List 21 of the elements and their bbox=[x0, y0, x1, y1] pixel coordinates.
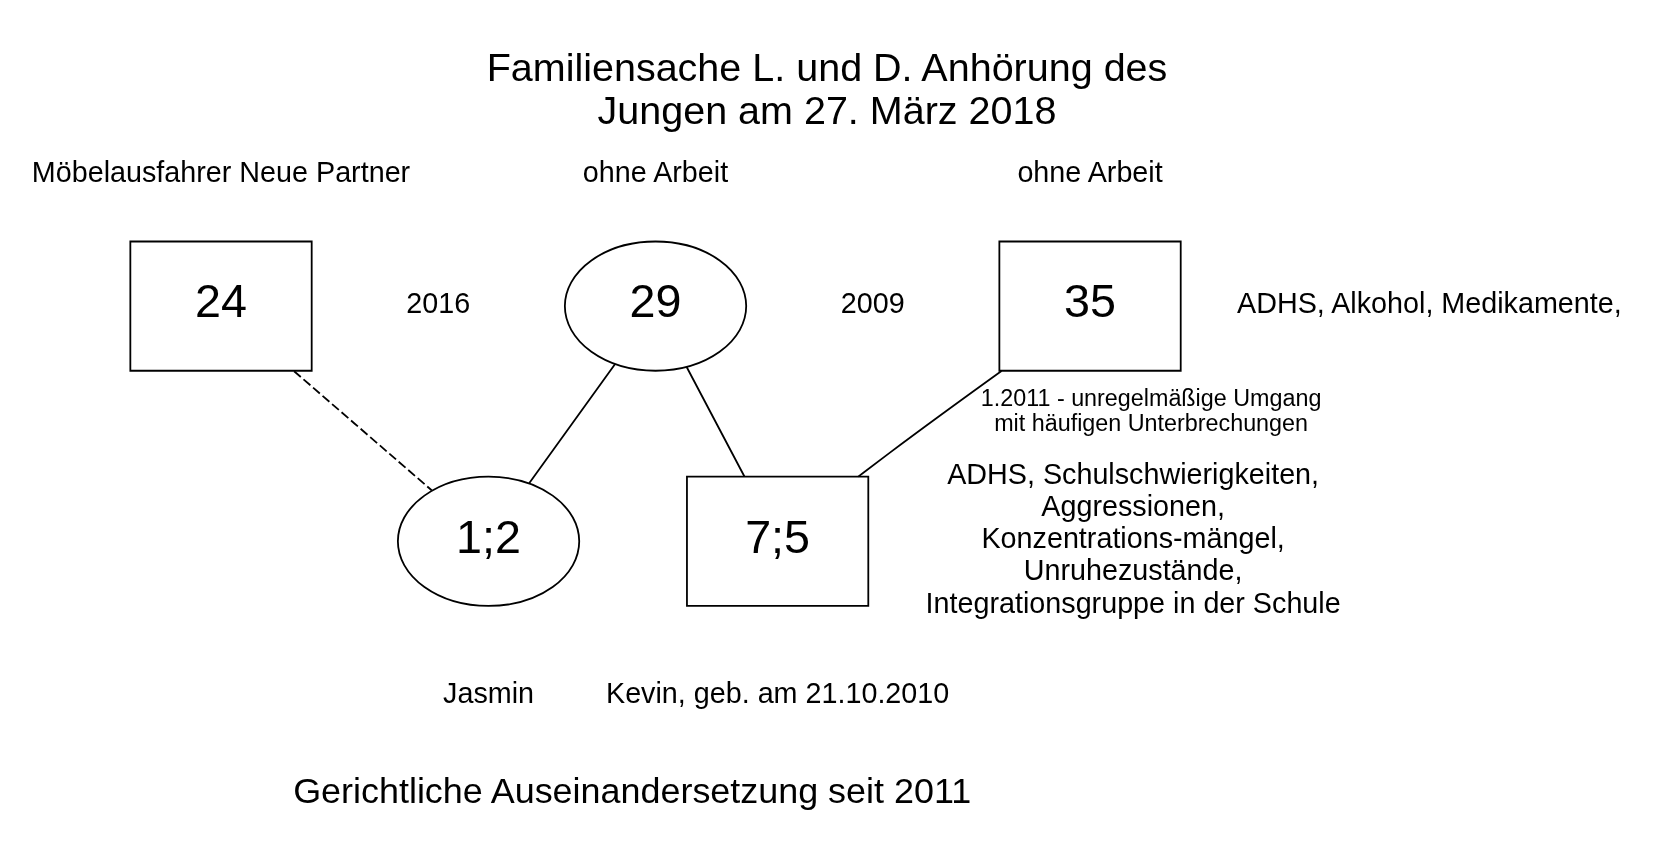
node-label: Jasmin bbox=[443, 676, 535, 709]
connector bbox=[685, 365, 746, 477]
label: 2009 bbox=[840, 286, 905, 319]
connector bbox=[857, 369, 1003, 477]
node-box: 35 bbox=[998, 240, 1182, 372]
edge-label: 1.2011 - unregelmäßige Umgang mit häufigen Unterbrechungen bbox=[980, 384, 1322, 436]
node-label: Möbelausfahrer Neue Partner bbox=[31, 155, 411, 188]
node-ellipse: 1;2 bbox=[396, 475, 581, 607]
connector bbox=[293, 369, 433, 491]
node-label: ohne Arbeit bbox=[582, 155, 729, 188]
node-label: ADHS, Schulschwierigkeiten, Aggressionen, Konzentrations-mängel, Unruhezustände, Integrationsgruppe in der Schule bbox=[925, 457, 1341, 619]
caption: Gerichtliche Auseinandersetzung seit 2011 bbox=[293, 769, 972, 811]
diagram-title: Familiensache L. und D. Anhörung des Jungen am 27. März 2018 bbox=[486, 44, 1168, 132]
node-label: ohne Arbeit bbox=[1017, 155, 1163, 188]
node-label: ADHS, Alkohol, Medikamente, bbox=[1237, 286, 1622, 319]
node-ellipse: 29 bbox=[563, 240, 748, 372]
connector bbox=[528, 362, 616, 484]
node-box: 7;5 bbox=[686, 475, 870, 607]
label: 2016 bbox=[406, 286, 471, 319]
node-label: Kevin, geb. am 21.10.2010 bbox=[605, 676, 950, 709]
node-box: 24 bbox=[129, 240, 313, 372]
